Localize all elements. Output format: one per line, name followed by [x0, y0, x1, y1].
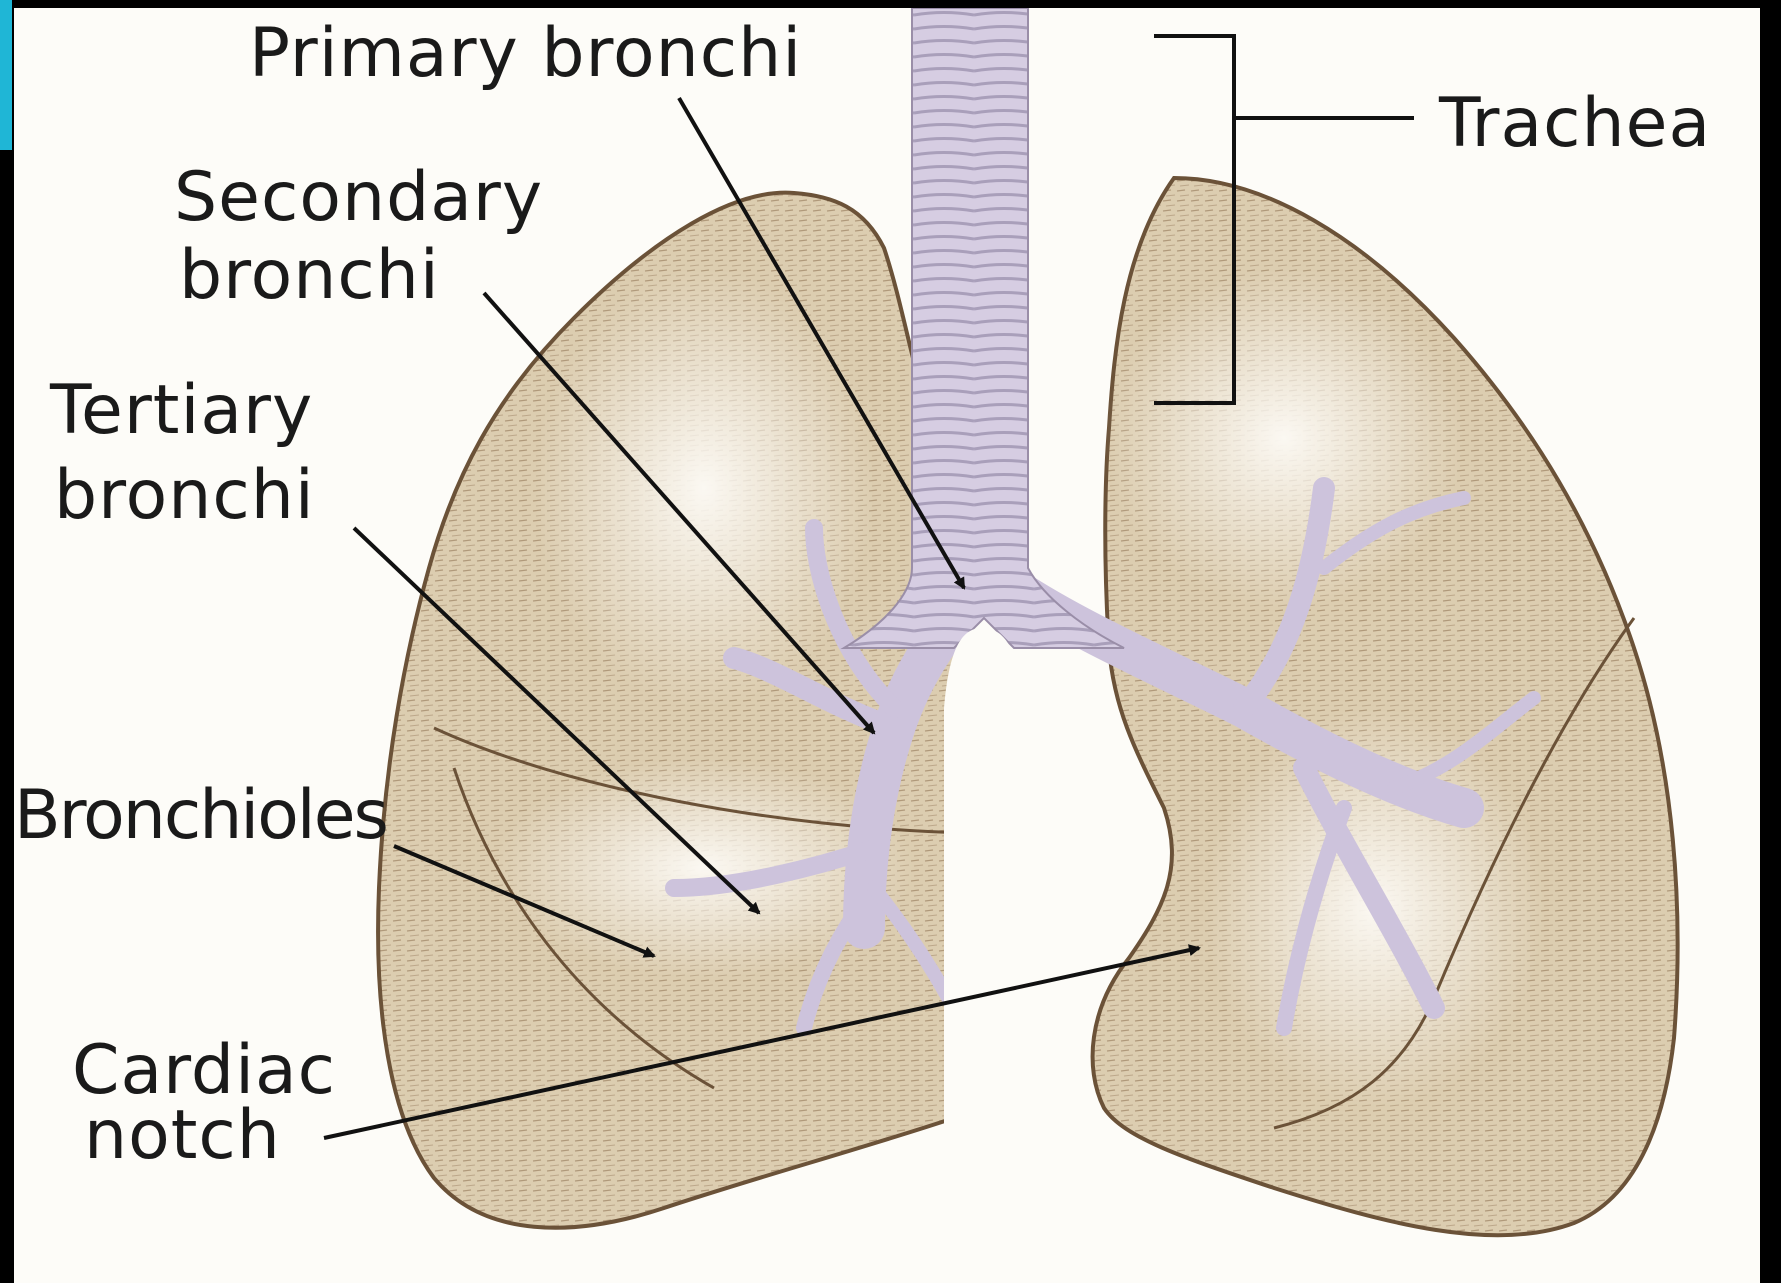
lungs-diagram: Primary bronchi Trachea Secondary bronch…: [14, 8, 1760, 1283]
accent-stripe: [0, 0, 12, 150]
right-lung-highlight-upper: [534, 268, 874, 708]
label-tertiary-bronchi-line1: Tertiary: [49, 371, 313, 450]
label-secondary-bronchi-line1: Secondary: [174, 158, 543, 237]
label-secondary-bronchi-line2: bronchi: [179, 236, 440, 315]
left-lung-highlight-upper: [1104, 268, 1464, 608]
label-tertiary-bronchi-line2: bronchi: [54, 456, 315, 535]
label-cardiac-notch-line2: notch: [84, 1096, 281, 1175]
cardiac-notch-gap: [944, 628, 1024, 1278]
label-bronchioles: Bronchioles: [14, 776, 387, 855]
label-primary-bronchi: Primary bronchi: [249, 14, 802, 93]
label-trachea: Trachea: [1438, 84, 1711, 163]
diagram-canvas: Primary bronchi Trachea Secondary bronch…: [14, 8, 1760, 1283]
